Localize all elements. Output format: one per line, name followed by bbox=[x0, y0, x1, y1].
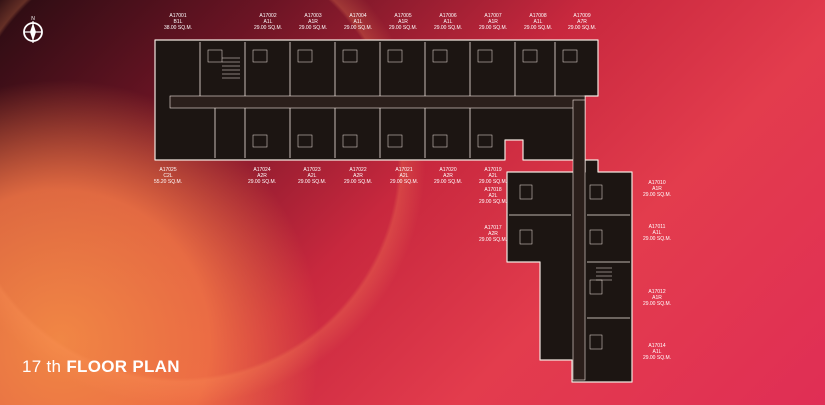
unit-area: 29.00 SQ.M. bbox=[343, 25, 373, 31]
unit-area: 29.00 SQ.M. bbox=[389, 179, 419, 185]
unit-code: A17003 bbox=[304, 13, 322, 19]
unit-code: A17022 bbox=[349, 167, 367, 173]
unit-code: A17009 bbox=[573, 13, 591, 19]
unit-area: 29.00 SQ.M. bbox=[253, 25, 283, 31]
unit-type: A2R bbox=[488, 231, 498, 237]
unit-type: A2L bbox=[488, 193, 498, 199]
unit-type: A1R bbox=[308, 19, 318, 25]
unit-type: A1R bbox=[488, 19, 498, 25]
unit-code: A17010 bbox=[648, 180, 666, 186]
unit-code: A17012 bbox=[648, 289, 666, 295]
unit-code: A17018 bbox=[484, 187, 502, 193]
unit-type: A7R bbox=[577, 19, 587, 25]
unit-code: A17025 bbox=[159, 167, 177, 173]
unit-area: 29.00 SQ.M. bbox=[642, 301, 672, 307]
unit-type: A1L bbox=[263, 19, 273, 25]
unit-type: A1R bbox=[652, 186, 662, 192]
unit-type: A1L bbox=[353, 19, 363, 25]
unit-type: C2L bbox=[163, 173, 173, 179]
unit-type: A1R bbox=[652, 295, 662, 301]
unit-area: 29.00 SQ.M. bbox=[297, 179, 327, 185]
unit-code: A17005 bbox=[394, 13, 412, 19]
unit-code: A17002 bbox=[259, 13, 277, 19]
unit-area: 29.00 SQ.M. bbox=[433, 179, 463, 185]
unit-code: A17020 bbox=[439, 167, 457, 173]
unit-type: A2L bbox=[307, 173, 317, 179]
unit-code: A17006 bbox=[439, 13, 457, 19]
unit-type: A2R bbox=[443, 173, 453, 179]
unit-area: 29.00 SQ.M. bbox=[478, 179, 508, 185]
unit-code: A17014 bbox=[648, 343, 666, 349]
unit-type: A2L bbox=[488, 173, 498, 179]
unit-type: A1L bbox=[443, 19, 453, 25]
unit-type: A1R bbox=[398, 19, 408, 25]
unit-area: 29.00 SQ.M. bbox=[642, 355, 672, 361]
unit-area: 29.00 SQ.M. bbox=[343, 179, 373, 185]
unit-area: 29.00 SQ.M. bbox=[478, 25, 508, 31]
unit-type: A2R bbox=[257, 173, 267, 179]
unit-code: A17019 bbox=[484, 167, 502, 173]
unit-type: A1L bbox=[533, 19, 543, 25]
unit-type: A1L bbox=[652, 230, 662, 236]
unit-type: B1L bbox=[173, 19, 183, 25]
unit-code: A17004 bbox=[349, 13, 367, 19]
unit-code: A17024 bbox=[253, 167, 271, 173]
floor-number: 17 th bbox=[22, 357, 62, 376]
unit-code: A17017 bbox=[484, 225, 502, 231]
unit-area: 29.00 SQ.M. bbox=[567, 25, 597, 31]
unit-code: A17008 bbox=[529, 13, 547, 19]
unit-type: A2L bbox=[399, 173, 409, 179]
unit-code: A17001 bbox=[169, 13, 187, 19]
unit-area: 29.00 SQ.M. bbox=[298, 25, 328, 31]
unit-area: 55.20 SQ.M. bbox=[153, 179, 183, 185]
floor-plan-title: 17 th FLOOR PLAN bbox=[22, 357, 180, 377]
unit-area: 29.00 SQ.M. bbox=[642, 192, 672, 198]
north-compass-icon: N bbox=[23, 16, 43, 43]
unit-area: 29.00 SQ.M. bbox=[642, 236, 672, 242]
unit-code: A17021 bbox=[395, 167, 413, 173]
floor-plan-heading: FLOOR PLAN bbox=[66, 357, 180, 376]
unit-code: A17011 bbox=[648, 224, 666, 230]
unit-type: A1L bbox=[652, 349, 662, 355]
unit-type: A2R bbox=[353, 173, 363, 179]
unit-area: 29.00 SQ.M. bbox=[433, 25, 463, 31]
unit-area: 38.00 SQ.M. bbox=[163, 25, 193, 31]
unit-area: 29.00 SQ.M. bbox=[478, 199, 508, 205]
unit-code: A17023 bbox=[303, 167, 321, 173]
unit-area: 29.00 SQ.M. bbox=[523, 25, 553, 31]
unit-area: 29.00 SQ.M. bbox=[247, 179, 277, 185]
svg-text:N: N bbox=[31, 16, 35, 22]
unit-code: A17007 bbox=[484, 13, 502, 19]
unit-area: 29.00 SQ.M. bbox=[388, 25, 418, 31]
unit-area: 29.00 SQ.M. bbox=[478, 237, 508, 243]
